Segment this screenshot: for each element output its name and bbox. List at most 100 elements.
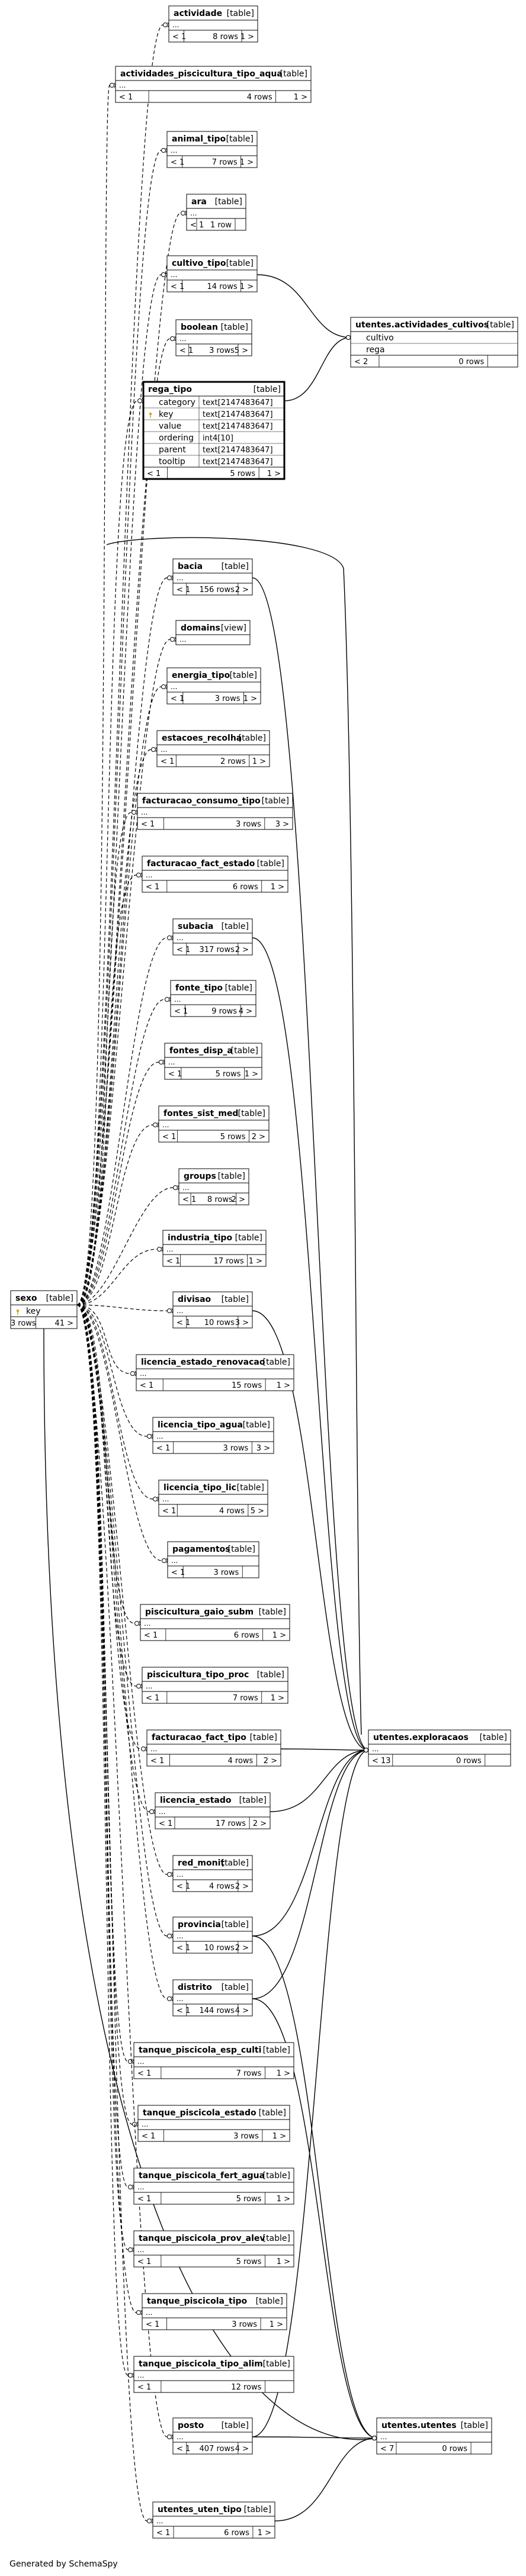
zero-or-more-marker [181,211,185,216]
zero-or-more-marker [167,1996,172,2001]
table-name: groups [184,1172,216,1181]
table-footer-cell: < 1 [177,1882,190,1891]
collapsed-columns: ... [137,2183,144,2191]
key-icon-stem [17,1312,18,1315]
table-footer-cell: < 1 [177,1944,190,1953]
table-footer-cell: 6 rows [224,2529,249,2538]
zero-or-more-marker [167,935,172,940]
table-border [172,1855,253,1892]
table-footer-cell: < 1 [137,2195,151,2204]
table-border [158,1480,268,1517]
table-name: boolean [181,323,218,332]
zero-or-more-marker [165,997,169,1002]
table-footer-cell: 1 > [271,1694,284,1703]
table-kind: [table] [222,922,249,931]
foreign-key-line [252,1750,369,1999]
table-act_pisc[interactable]: actividades_piscicultura_tipo_aqua[table… [115,66,312,103]
collapsed-columns: ... [141,808,147,816]
table-footer-cell: < 1 [146,883,159,892]
collapsed-columns: ... [144,1619,150,1628]
zero-or-more-marker [149,1809,154,1814]
collapsed-columns: ... [162,1121,169,1129]
table-kind: [table] [235,1233,262,1243]
table-kind: [table] [259,1607,286,1617]
table-footer-cell: 2 rows [220,757,246,766]
table-footer-cell: 1 > [277,2257,290,2266]
table-kind: [table] [480,1733,507,1742]
table-name: fonte_tipo [175,983,223,993]
column-name: key [26,1307,41,1316]
table-domains[interactable]: domains[view]... [175,620,251,645]
table-footer-cell: 4 > [235,2006,249,2015]
implied-relationship-line [76,1124,153,1305]
table-name: utentes_uten_tipo [158,2505,242,2514]
table-kind: [table] [487,320,514,330]
table-border [133,2167,294,2205]
table-footer-cell: < 1 [119,93,133,102]
table-footer-cell: 1 > [272,1631,286,1640]
table-uac[interactable]: utentes.actividades_cultivos[table]culti… [350,317,518,368]
collapsed-columns: ... [156,1432,163,1440]
table-footer-cell: 4 rows [209,1882,235,1891]
table-kind: [table] [263,1358,290,1367]
table-footer-cell: 2 > [253,1819,267,1828]
table-border [10,1290,78,1329]
implied-relationship-line [76,577,168,1305]
foreign-key-line [256,274,351,338]
table-name: licencia_tipo_agua [158,1420,243,1430]
collapsed-columns: ... [159,1808,165,1816]
implied-relationship-line [76,999,165,1305]
table-footer-cell: 317 rows [200,946,235,954]
table-border [152,2501,275,2539]
implied-relationship-line [76,1304,129,2376]
implied-relationship-line [76,1187,174,1305]
table-footer-cell: < 1 [171,694,184,703]
table-border [368,1729,511,1767]
table-kind: [table] [215,197,242,207]
zero-or-more-marker [167,2435,172,2439]
table-footer-cell: 407 rows [200,2445,235,2453]
table-footer-cell: < 1 [141,820,155,829]
zero-or-more-marker [157,1247,162,1252]
